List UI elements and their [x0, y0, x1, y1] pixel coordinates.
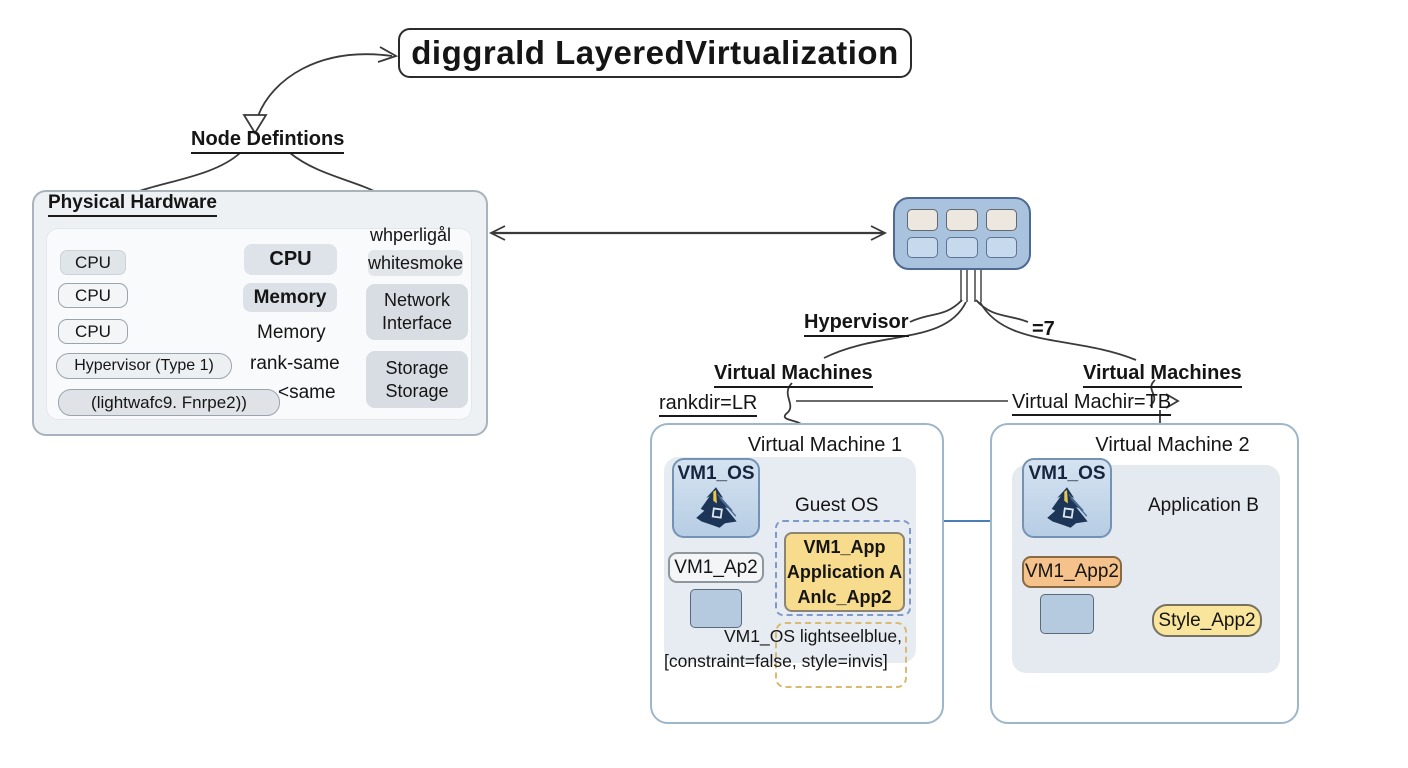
- storage-node: Storage Storage: [366, 351, 468, 408]
- cpu-3-label: CPU: [75, 321, 111, 341]
- memory-node: Memory: [243, 283, 337, 312]
- arrow-title-to-node-definitions: [257, 53, 393, 117]
- cpu-node-1: CPU: [60, 250, 126, 275]
- vm1-app-line1: VM1_App: [803, 536, 886, 557]
- chip-cell: [985, 236, 1017, 258]
- lightwatro-label: (lightwafc9. Fnrpe2)): [91, 392, 247, 412]
- network-interface-node: Network Interface: [366, 284, 468, 340]
- chip-cell: [946, 236, 978, 258]
- hypervisor-chip-icon: [893, 197, 1031, 270]
- vm2-os-node: VM1_OS: [1022, 458, 1112, 538]
- memory-node-label: Memory: [253, 286, 327, 308]
- network-line2: Interface: [381, 313, 453, 333]
- vm1-os-node: VM1_OS: [672, 458, 760, 538]
- cpu-node-2: CPU: [58, 283, 128, 308]
- node-definitions-label: Node Defintions: [191, 128, 345, 154]
- whitesmoke-label: whitesmoke: [367, 252, 464, 273]
- vm-os-logo-icon: [1047, 487, 1088, 528]
- vm1-app-line2: Application A: [786, 561, 903, 582]
- memory-text: Memory: [257, 322, 326, 343]
- rankdir-lr-label: rankdir=LR: [659, 392, 758, 417]
- cpu-1-label: CPU: [75, 252, 111, 272]
- vm2-app2-label: VM1_App2: [1024, 561, 1119, 582]
- whitesmoke-node: whitesmoke: [368, 250, 463, 276]
- vm1-os-label: VM1_OS: [677, 463, 755, 484]
- vm1-dashed-note-group: [775, 622, 907, 688]
- lightwatro-node: (lightwafc9. Fnrpe2)): [58, 389, 280, 416]
- style-app2-node: Style_App2: [1152, 604, 1262, 637]
- storage-line2: Storage: [385, 380, 449, 401]
- vm2-os-label: VM1_OS: [1028, 463, 1106, 484]
- virtual-machines-left-label: Virtual Machines: [714, 362, 873, 388]
- vm1-ap2-node: VM1_Ap2: [668, 552, 764, 583]
- physical-hardware-title: Physical Hardware: [48, 192, 217, 217]
- cpu-2-label: CPU: [75, 285, 111, 305]
- network-line1: Network: [383, 290, 450, 310]
- virtual-machir-tb-label: Virtual Machir=TB: [1012, 391, 1172, 416]
- whperligal-text: whperligål: [370, 225, 452, 245]
- chip-cell: [907, 236, 939, 258]
- vm1-app-node: VM1_App Application A Anlc_App2: [784, 532, 905, 612]
- cpu-center-label: CPU: [269, 248, 312, 270]
- rank-same-text: rank-same: [250, 353, 340, 374]
- chip-pins: [960, 270, 982, 302]
- chip-cell: [946, 209, 978, 231]
- cpu-node-3: CPU: [58, 319, 128, 344]
- guest-os-label: Guest OS: [795, 495, 879, 516]
- diagram-title-box: diggrald LayeredVirtualization: [398, 28, 912, 78]
- chip-cell: [907, 209, 939, 231]
- vm1-process-icon: [690, 589, 742, 628]
- vm1-title: Virtual Machine 1: [747, 434, 903, 456]
- hypervisor-type1-node: Hypervisor (Type 1): [56, 353, 232, 379]
- vm2-app2-node: VM1_App2: [1022, 556, 1122, 588]
- application-b-label: Application B: [1148, 495, 1259, 516]
- vm1-dashed-group: [775, 520, 911, 616]
- cpu-center-node: CPU: [244, 244, 337, 275]
- same-text: <same: [278, 382, 336, 403]
- vm1-app-line3: Anlc_App2: [797, 586, 892, 607]
- style-app2-label: Style_App2: [1158, 609, 1256, 631]
- vm2-title: Virtual Machine 2: [1095, 434, 1250, 456]
- storage-line1: Storage: [385, 357, 449, 378]
- vm2-process-icon: [1040, 594, 1094, 634]
- vm-os-logo-icon: [696, 487, 737, 528]
- hypervisor-label: Hypervisor: [804, 311, 909, 337]
- hypervisor-type1-label: Hypervisor (Type 1): [74, 357, 214, 374]
- virtual-machines-right-label: Virtual Machines: [1083, 362, 1242, 388]
- diagram-title: diggrald LayeredVirtualization: [411, 34, 899, 71]
- vm1-note-line1: VM1_OS lightseelblue,: [724, 626, 903, 646]
- vm1-note-line2: [constraint=false, style=invis]: [664, 651, 888, 671]
- chip-cell: [985, 209, 1017, 231]
- vm1-ap2-label: VM1_Ap2: [674, 556, 758, 578]
- equals7-label: =7: [1032, 318, 1055, 340]
